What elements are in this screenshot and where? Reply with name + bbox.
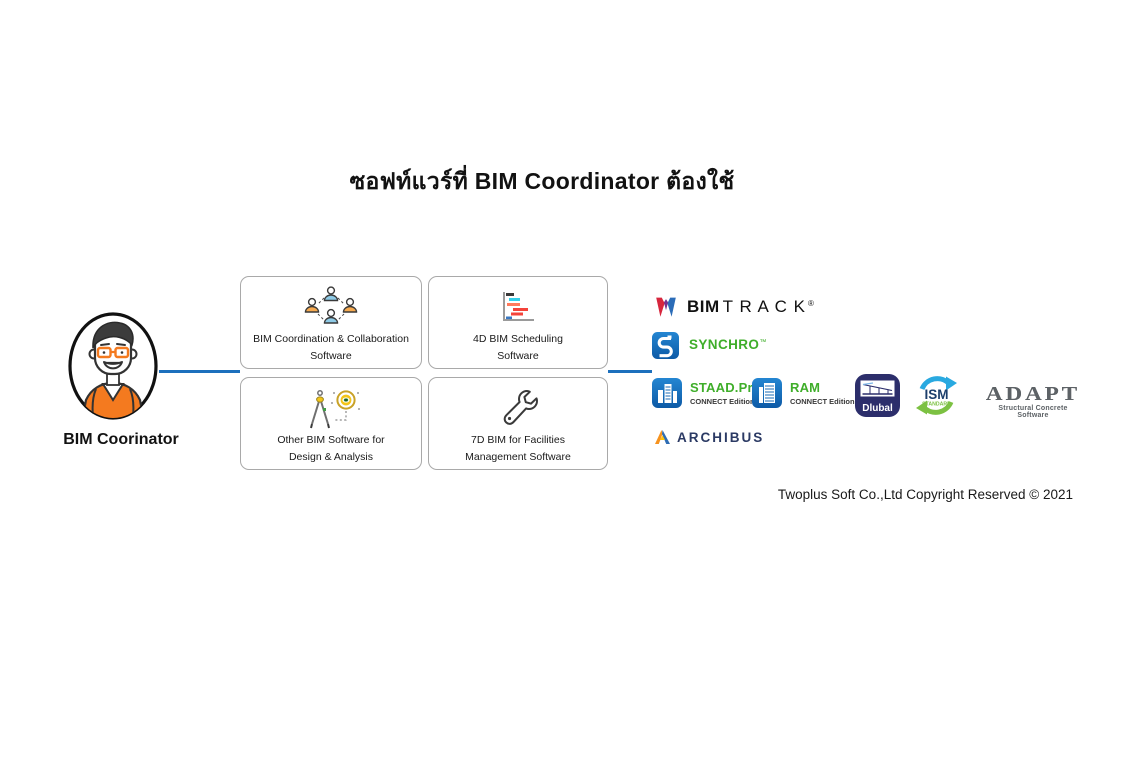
bim-coordinator-label: BIM Coorinator <box>63 431 179 448</box>
logo-ism: ISM STANDARD <box>913 372 960 424</box>
ism-standard-label: STANDARD <box>922 402 951 408</box>
synchro-wordmark: SYNCHRO <box>689 337 760 352</box>
people-network-icon <box>304 286 358 324</box>
adapt-wordmark: ADAPT <box>985 382 1081 405</box>
logo-ram: RAM CONNECT Edition <box>752 378 855 408</box>
bimtrack-wordmark-bold: BIM <box>687 297 720 316</box>
bimtrack-icon <box>656 297 676 317</box>
logo-staad-pro: STAAD.Pro CONNECT Edition <box>652 378 761 408</box>
staad-pro-wordmark: STAAD.Pro <box>690 380 761 395</box>
gantt-chart-icon <box>503 292 534 321</box>
box-label-line2: Software <box>310 349 352 362</box>
box-label-line1: BIM Coordination & Collaboration <box>253 333 409 345</box>
wrench-icon <box>503 390 538 425</box>
connector-line-left <box>159 370 240 373</box>
ism-wordmark: ISM <box>924 387 948 402</box>
dlubal-wordmark: Dlubal <box>862 403 893 414</box>
ram-icon <box>752 378 782 408</box>
logo-archibus: ARCHIBUS <box>654 428 764 446</box>
ram-edition-label: CONNECT Edition <box>790 397 855 406</box>
logo-synchro: SYNCHRO™ <box>652 331 766 359</box>
archibus-icon <box>655 430 670 444</box>
connector-line-right <box>608 370 652 373</box>
compass-eye-icon <box>310 390 360 429</box>
page-title: ซอฟท์แวร์ที่ BIM Coordinator ต้องใช้ <box>349 168 735 194</box>
adapt-subtitle: Structural Concrete Software <box>998 405 1068 419</box>
box-bim-coordination-collaboration: BIM Coordination & Collaboration Softwar… <box>240 276 422 369</box>
bimtrack-wordmark-spaced: T R A C K <box>722 297 806 316</box>
logo-adapt: ADAPT Structural Concrete Software <box>983 384 1083 419</box>
box-label-line1: Other BIM Software for <box>277 434 385 446</box>
person-avatar-icon <box>68 312 158 420</box>
box-label-line2: Design & Analysis <box>288 450 374 463</box>
box-label-line1: 4D BIM Scheduling <box>473 333 563 345</box>
copyright-notice: Twoplus Soft Co.,Ltd Copyright Reserved … <box>777 487 1073 502</box>
ram-wordmark: RAM <box>790 380 821 395</box>
archibus-wordmark: ARCHIBUS <box>677 429 765 445</box>
bim-coordinator-avatar <box>66 310 160 422</box>
logo-dlubal: Dlubal <box>855 374 900 422</box>
dlubal-icon: Dlubal <box>855 374 900 417</box>
synchro-tm-mark: ™ <box>759 339 767 346</box>
synchro-icon <box>652 331 679 359</box>
box-label-line2: Management Software <box>465 450 571 463</box>
box-4d-bim-scheduling: 4D BIM Scheduling Software <box>428 276 608 369</box>
box-other-bim-software: Other BIM Software for Design & Analysis <box>240 377 422 470</box>
box-label-line1: 7D BIM for Facilities <box>471 434 565 446</box>
staad-pro-edition-label: CONNECT Edition <box>690 397 755 406</box>
box-label-line2: Software <box>497 349 539 362</box>
ism-icon: ISM STANDARD <box>916 376 957 415</box>
box-7d-bim-facilities: 7D BIM for Facilities Management Softwar… <box>428 377 608 470</box>
bimtrack-registered-mark: ® <box>808 299 814 308</box>
staad-pro-icon <box>652 378 682 408</box>
